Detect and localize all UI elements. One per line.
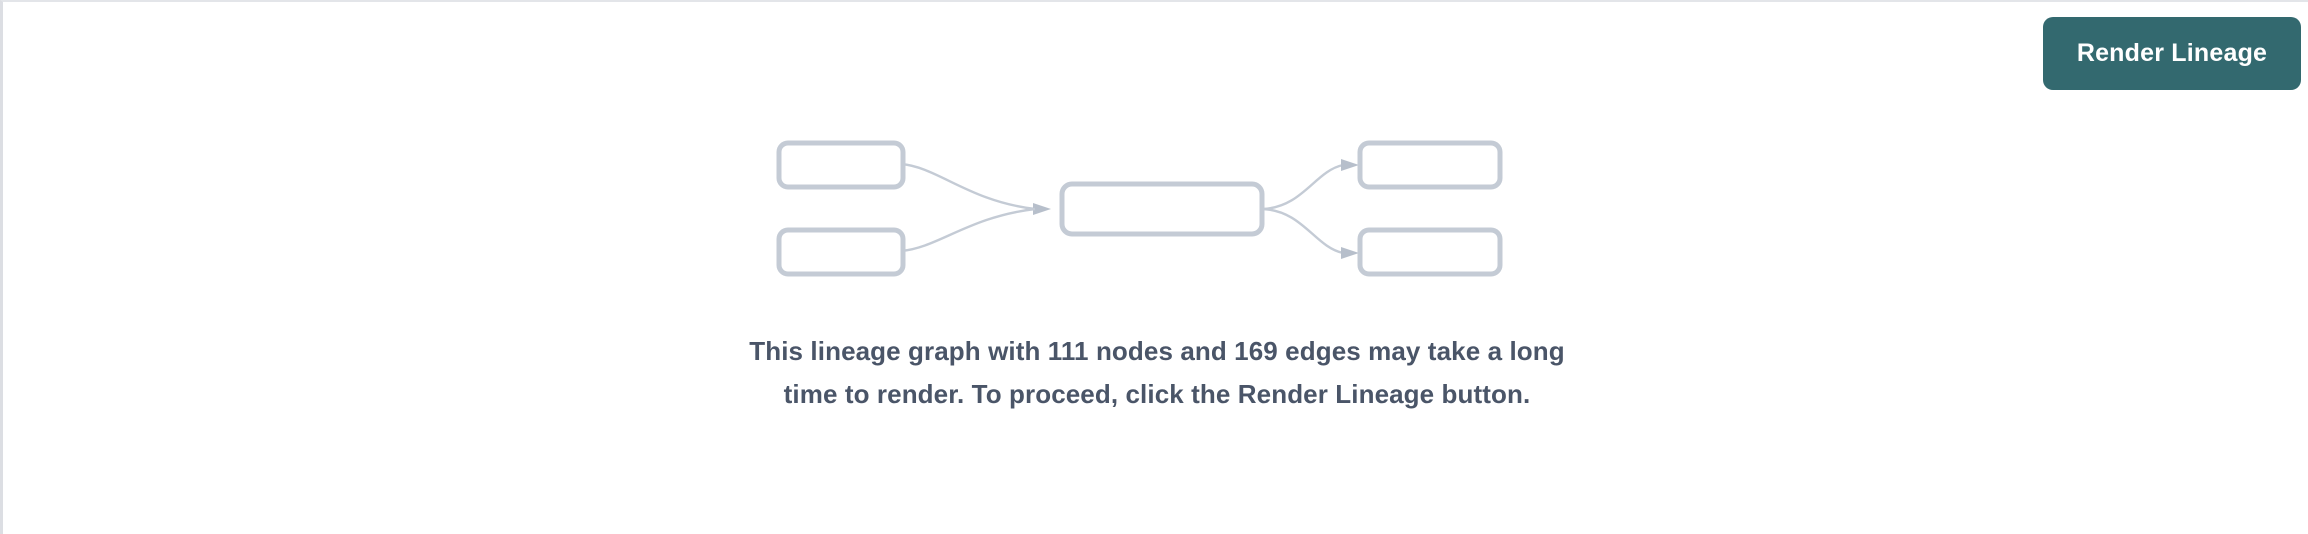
edge-upstream-1-to-focus (900, 162, 1051, 215)
render-lineage-button[interactable]: Render Lineage (2043, 17, 2301, 90)
lineage-graph-placeholder-illustration (763, 127, 1563, 287)
edge-upstream-2-to-focus (900, 207, 1036, 253)
illustration-node-focus (1059, 181, 1265, 237)
edge-focus-to-downstream-1 (1262, 159, 1359, 211)
illustration-node-upstream-1 (776, 140, 906, 190)
illustration-node-downstream-1 (1357, 140, 1503, 190)
edge-focus-to-downstream-2 (1262, 207, 1359, 259)
illustration-node-upstream-2 (776, 227, 906, 277)
illustration-node-downstream-2 (1357, 227, 1503, 277)
lineage-warning-message: This lineage graph with 111 nodes and 16… (749, 336, 1565, 409)
